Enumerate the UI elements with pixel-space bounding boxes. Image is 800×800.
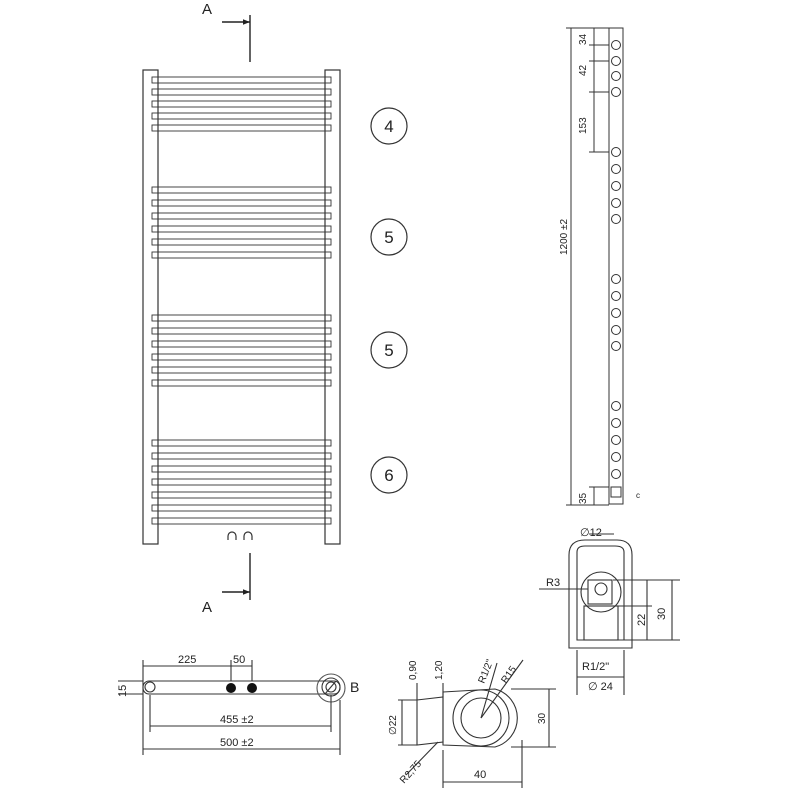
detail-b-label: B — [350, 679, 359, 695]
dim-r275: R2,75 — [398, 758, 424, 786]
valve-connectors — [227, 531, 253, 540]
corner-label: c — [636, 491, 640, 500]
group-count-circle — [370, 331, 408, 369]
radiator-bar — [151, 439, 332, 447]
group-count-4: 6 — [384, 466, 393, 485]
side-bar-circles — [611, 40, 621, 479]
side-bar-circle — [611, 87, 621, 97]
radiator-bar — [151, 517, 332, 525]
side-bar-circle — [611, 56, 621, 66]
side-bar-circle — [611, 308, 621, 318]
radiator-bar — [151, 186, 332, 194]
section-label-top: A — [202, 1, 212, 18]
plan-valve — [247, 683, 257, 693]
side-bar-circle — [611, 401, 621, 411]
radiator-bar — [151, 327, 332, 335]
dim-34: 34 — [578, 33, 589, 45]
group-count-circle — [370, 218, 408, 256]
dim-dia24: ∅ 24 — [588, 681, 613, 693]
horizontal-bars — [151, 76, 332, 525]
dim-1200: 1200 ±2 — [559, 218, 570, 255]
left-column — [142, 69, 159, 545]
side-bar-circle — [611, 341, 621, 351]
radiator-bar — [151, 353, 332, 361]
radiator-bar — [151, 504, 332, 512]
side-bar-circle — [611, 435, 621, 445]
dim-30-b: 30 — [537, 712, 548, 724]
side-column — [608, 27, 624, 505]
side-bar-circle — [611, 71, 621, 81]
side-bar-circle — [611, 418, 621, 428]
dim-dia12: ∅12 — [580, 527, 602, 539]
front-view — [142, 69, 341, 545]
radiator-bar — [151, 465, 332, 473]
group-count-markers — [370, 107, 408, 494]
radiator-bar — [151, 251, 332, 259]
side-bar-circle — [611, 469, 621, 479]
radiator-bar — [151, 491, 332, 499]
dim-120: 1,20 — [434, 660, 445, 680]
plan-view — [118, 660, 346, 755]
detail-b-view — [398, 659, 556, 788]
side-bar-circle — [611, 164, 621, 174]
radiator-bar — [151, 452, 332, 460]
dim-42: 42 — [578, 64, 589, 76]
radiator-bar — [151, 112, 332, 120]
dim-30: 30 — [656, 608, 668, 620]
radiator-bar — [151, 478, 332, 486]
plan-valve — [226, 683, 236, 693]
dim-153: 153 — [578, 117, 589, 134]
dim-r3: R3 — [546, 577, 560, 589]
section-label-bottom: A — [202, 599, 212, 616]
radiator-bar — [151, 100, 332, 108]
dim-35: 35 — [578, 492, 589, 504]
radiator-bar — [151, 199, 332, 207]
right-column — [324, 69, 341, 545]
radiator-bar — [151, 379, 332, 387]
dim-40: 40 — [474, 769, 486, 781]
radiator-bar — [151, 88, 332, 96]
dim-15: 15 — [117, 685, 129, 697]
section-marker-top — [222, 15, 251, 62]
side-bar-circle — [611, 325, 621, 335]
group-count-circle — [370, 107, 408, 145]
dim-225: 225 — [178, 654, 196, 666]
group-count-3: 5 — [384, 341, 393, 360]
section-marker-bottom — [222, 553, 251, 600]
radiator-bar — [151, 76, 332, 84]
side-bar-circle — [611, 181, 621, 191]
side-bar-circle — [611, 40, 621, 50]
group-count-1: 4 — [384, 117, 393, 136]
dim-455: 455 ±2 — [220, 714, 254, 726]
radiator-bar — [151, 225, 332, 233]
side-view — [566, 27, 624, 506]
dim-22: 22 — [636, 614, 648, 626]
radiator-bar — [151, 124, 332, 132]
side-valve — [610, 486, 622, 498]
radiator-bar — [151, 340, 332, 348]
radiator-bar — [151, 212, 332, 220]
dim-500: 500 ±2 — [220, 737, 254, 749]
side-bar-circle — [611, 214, 621, 224]
side-bar-circle — [611, 291, 621, 301]
radiator-bar — [151, 366, 332, 374]
radiator-bar — [151, 314, 332, 322]
dim-50: 50 — [233, 654, 245, 666]
group-count-circle — [370, 456, 408, 494]
side-bar-circle — [611, 274, 621, 284]
dim-r15: R15 — [499, 664, 519, 686]
dim-090: 0,90 — [408, 660, 419, 680]
group-count-2: 5 — [384, 228, 393, 247]
side-bar-circle — [611, 198, 621, 208]
side-bar-circle — [611, 452, 621, 462]
side-bar-circle — [611, 147, 621, 157]
dim-thread-b: R1/2" — [477, 658, 497, 685]
detail-cross-section — [539, 533, 680, 695]
dim-thread: R1/2" — [582, 661, 609, 673]
dim-dia22: ∅22 — [388, 715, 399, 735]
radiator-bar — [151, 238, 332, 246]
